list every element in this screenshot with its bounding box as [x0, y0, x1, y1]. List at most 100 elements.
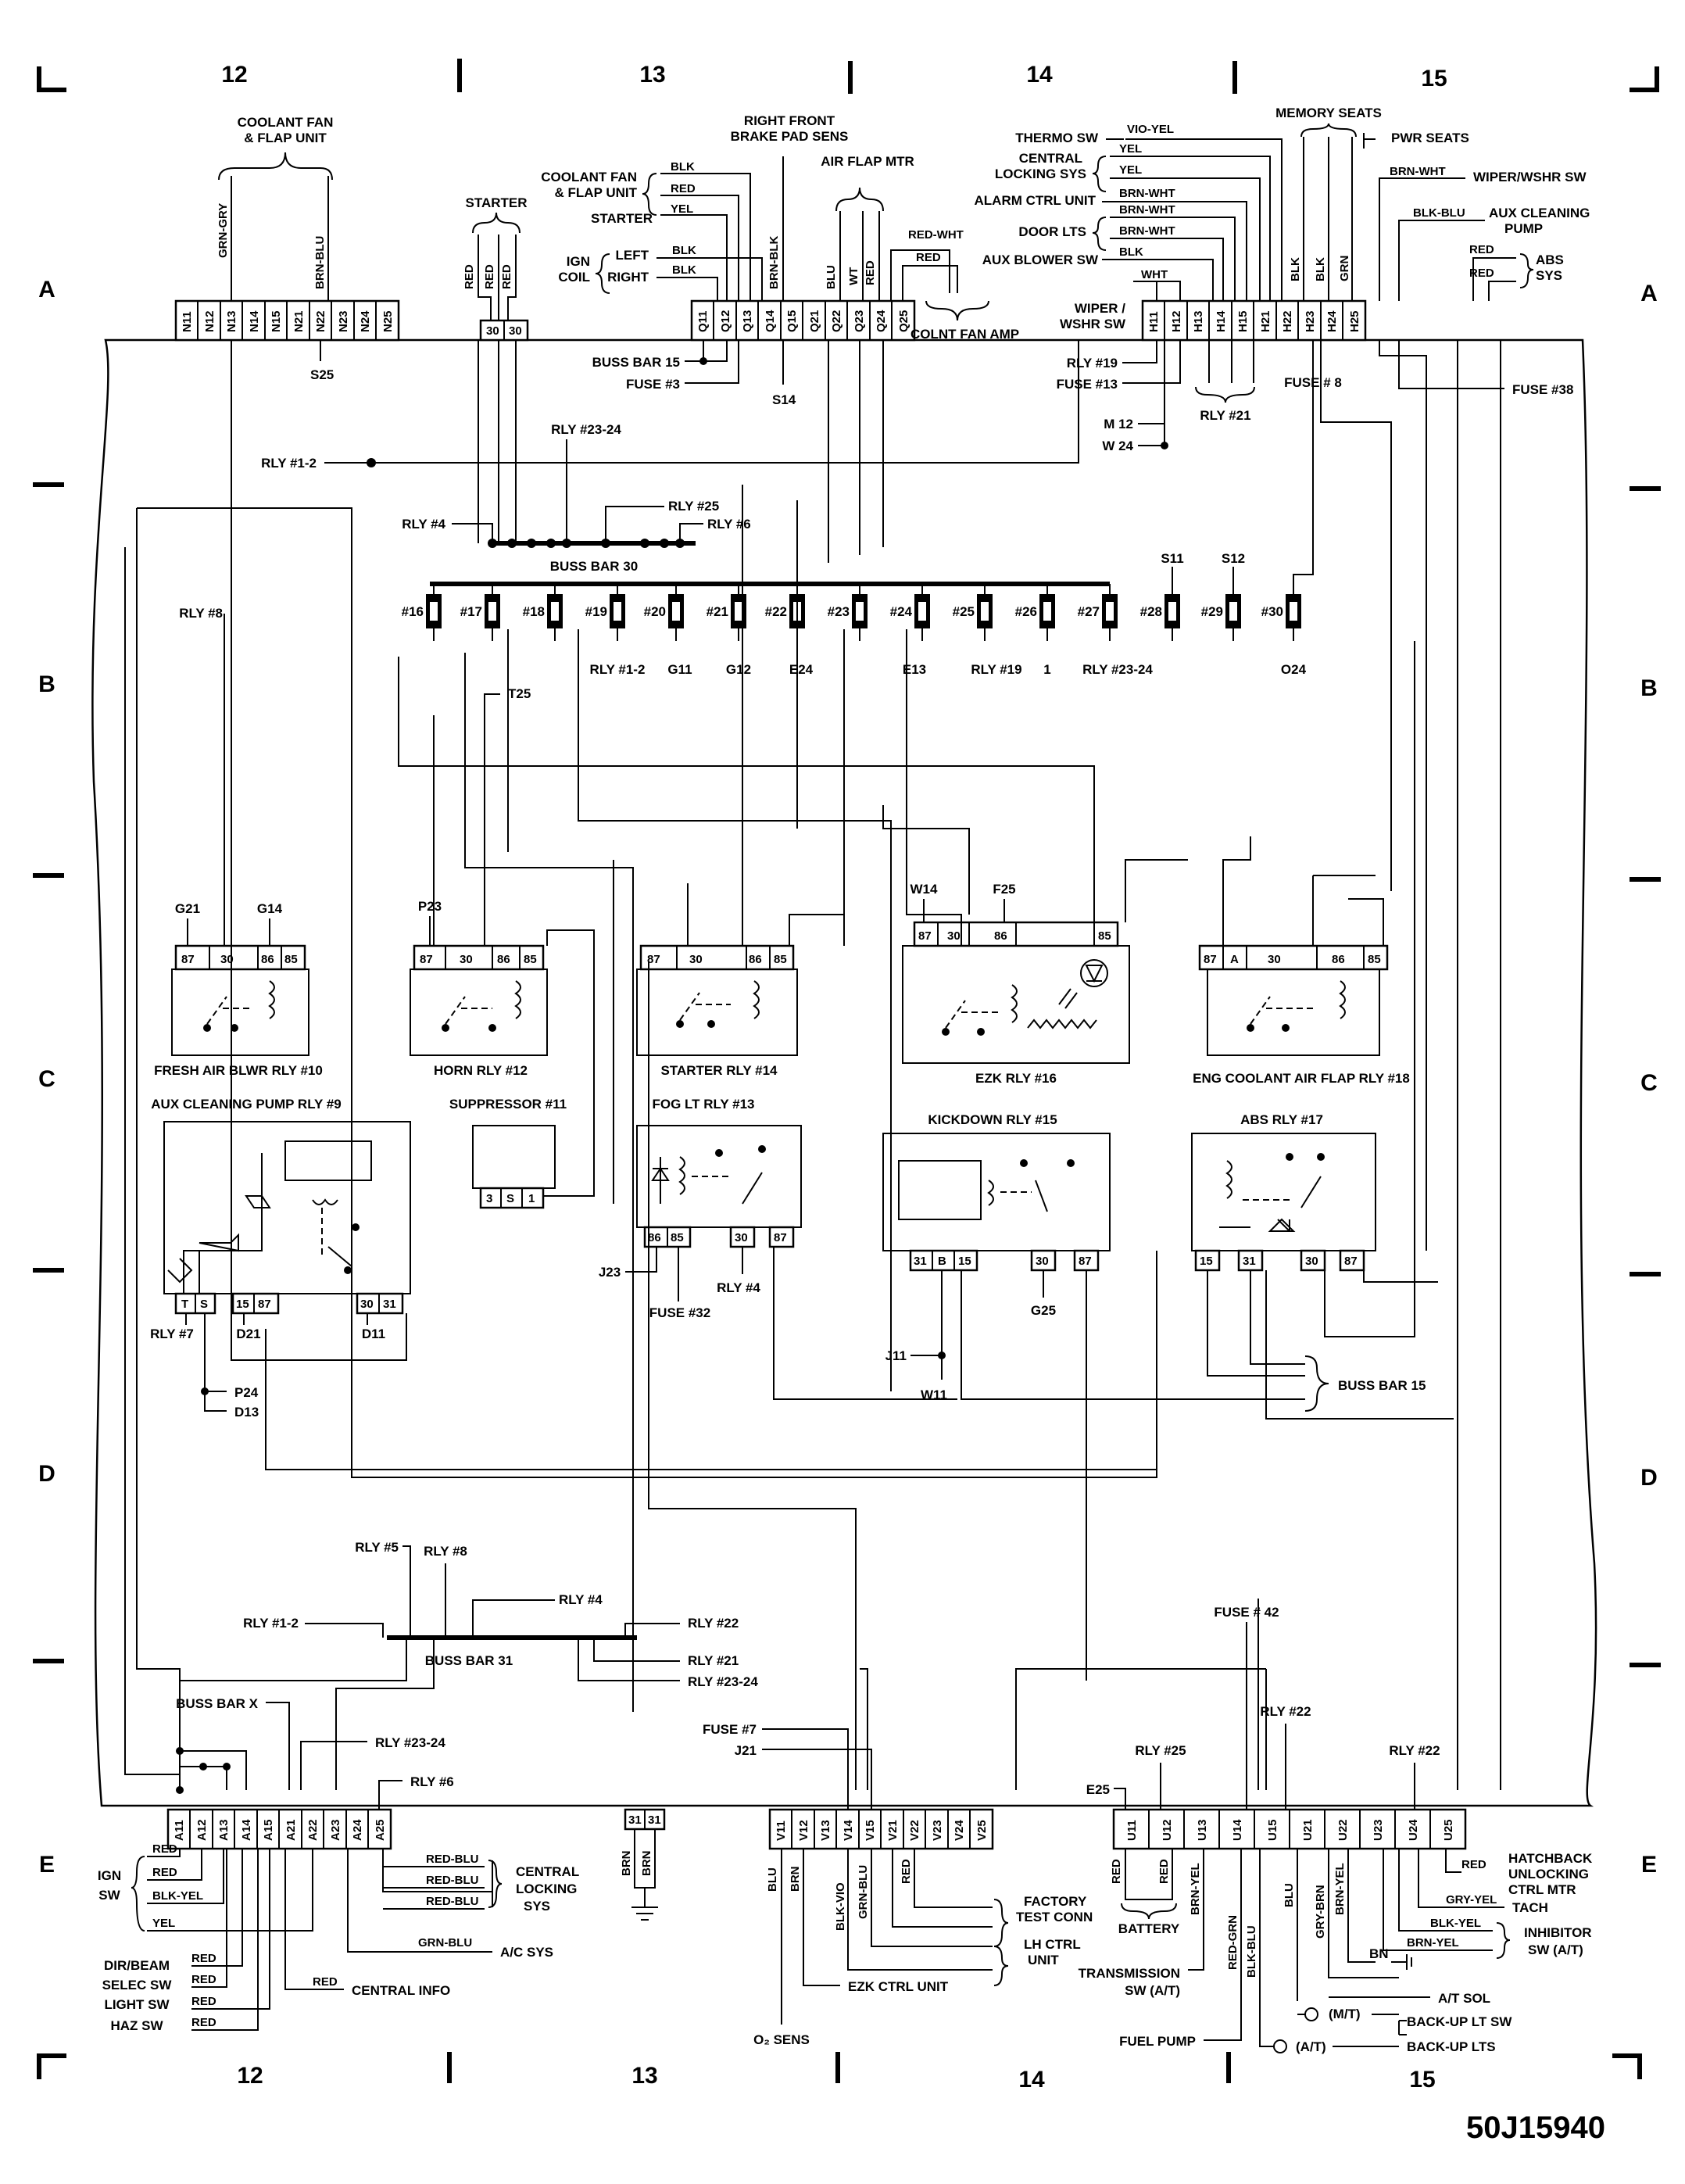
svg-text:RLY #8: RLY #8 — [424, 1544, 467, 1559]
svg-text:15: 15 — [236, 1298, 249, 1311]
svg-text:ALARM CTRL UNIT: ALARM CTRL UNIT — [975, 193, 1097, 208]
svg-text:P23: P23 — [418, 899, 442, 914]
svg-text:DIR/BEAM: DIR/BEAM — [104, 1958, 170, 1973]
pin-V15: V15 — [864, 1820, 877, 1841]
svg-text:BLK: BLK — [1289, 257, 1302, 281]
col-13-top: 13 — [639, 62, 665, 88]
svg-text:GRN-BLU: GRN-BLU — [857, 1865, 870, 1919]
pin-A15: A15 — [262, 1819, 275, 1841]
pin-V14: V14 — [842, 1820, 855, 1841]
fuse-17: #17 — [460, 584, 500, 641]
svg-text:TRANSMISSION: TRANSMISSION — [1079, 1966, 1180, 1981]
svg-text:86: 86 — [261, 953, 274, 966]
svg-text:A/C SYS: A/C SYS — [500, 1945, 553, 1960]
pin-N23: N23 — [337, 310, 350, 332]
fuse-16: #16 — [402, 584, 442, 641]
svg-text:1: 1 — [528, 1192, 535, 1205]
svg-text:15: 15 — [958, 1255, 971, 1268]
svg-text:30: 30 — [460, 953, 473, 966]
svg-text:ENG COOLANT AIR FLAP RLY #18: ENG COOLANT AIR FLAP RLY #18 — [1193, 1071, 1410, 1086]
svg-text:RED: RED — [191, 1952, 216, 1965]
svg-text:WIPER/WSHR SW: WIPER/WSHR SW — [1473, 170, 1587, 184]
row-D-left: D — [38, 1461, 55, 1487]
fuse-27: #27 — [1078, 584, 1118, 641]
svg-text:AIR FLAP MTR: AIR FLAP MTR — [821, 154, 914, 169]
fuse-30: #30 — [1261, 594, 1301, 641]
svg-text:RED: RED — [916, 251, 941, 264]
fuse-label: #20 — [644, 604, 666, 619]
svg-text:DOOR LTS: DOOR LTS — [1018, 224, 1086, 239]
row-C-left: C — [38, 1066, 55, 1092]
pin-V13: V13 — [819, 1820, 832, 1841]
svg-text:& FLAP UNIT: & FLAP UNIT — [555, 185, 638, 200]
svg-text:WIPER /: WIPER / — [1075, 301, 1125, 316]
svg-text:ABS RLY #17: ABS RLY #17 — [1240, 1112, 1323, 1127]
pin-V22: V22 — [908, 1820, 921, 1841]
svg-text:31: 31 — [1243, 1255, 1256, 1268]
svg-text:FRESH AIR BLWR RLY #10: FRESH AIR BLWR RLY #10 — [154, 1063, 323, 1078]
svg-text:RLY #19: RLY #19 — [1067, 356, 1118, 371]
relay-18: 87 A 30 86 85 ENG COOLANT AIR FLAP RLY #… — [1193, 944, 1410, 1086]
fuse-label: #22 — [765, 604, 787, 619]
pin-H24: H24 — [1325, 310, 1339, 332]
pin-Q15: Q15 — [785, 310, 799, 332]
svg-text:RLY #21: RLY #21 — [688, 1653, 739, 1668]
svg-text:O₂ SENS: O₂ SENS — [753, 2032, 810, 2047]
top-wiring: COOLANT FAN & FLAP UNIT GRN-GRY BRN-BLU … — [216, 106, 1590, 453]
svg-text:AUX CLEANING: AUX CLEANING — [1489, 206, 1590, 220]
pin-H15: H15 — [1236, 310, 1250, 332]
fuse-21: #21 — [707, 584, 746, 641]
svg-text:87: 87 — [258, 1298, 271, 1311]
pin-Q25: Q25 — [897, 310, 910, 332]
svg-text:COIL: COIL — [558, 270, 590, 285]
svg-text:EZK CTRL UNIT: EZK CTRL UNIT — [848, 1979, 949, 1994]
pin-U15: U15 — [1266, 1819, 1279, 1841]
svg-text:RLY #1-2: RLY #1-2 — [243, 1616, 299, 1631]
fuse-29: #29 — [1201, 594, 1241, 641]
svg-text:SW: SW — [98, 1888, 120, 1903]
svg-text:D21: D21 — [236, 1327, 260, 1341]
svg-text:30: 30 — [689, 953, 703, 966]
svg-text:J23: J23 — [599, 1265, 621, 1280]
pin-V24: V24 — [953, 1820, 966, 1841]
svg-text:S14: S14 — [772, 392, 796, 407]
relay-9: AUX CLEANING PUMP RLY #9 T S 15 87 30 31… — [150, 1097, 411, 1420]
svg-text:S: S — [200, 1298, 208, 1311]
row-E-right: E — [1641, 1852, 1657, 1878]
svg-text:RLY #21: RLY #21 — [1200, 408, 1250, 423]
svg-text:AUX BLOWER SW: AUX BLOWER SW — [982, 252, 1099, 267]
svg-text:30: 30 — [735, 1231, 748, 1244]
fuse-label: #28 — [1140, 604, 1162, 619]
svg-text:87: 87 — [918, 929, 932, 943]
svg-text:STARTER RLY #14: STARTER RLY #14 — [661, 1063, 778, 1078]
svg-text:RLY #8: RLY #8 — [179, 606, 223, 621]
buss-bar-31: BUSS BAR 31 RLY #5 RLY #8 RLY #4 RLY #1-… — [176, 1540, 758, 1810]
col-12-top: 12 — [221, 62, 247, 88]
svg-text:T: T — [181, 1298, 188, 1311]
svg-text:COOLANT FAN: COOLANT FAN — [541, 170, 637, 184]
col-14-top: 14 — [1026, 62, 1053, 88]
svg-text:BATTERY: BATTERY — [1118, 1921, 1180, 1936]
svg-text:CENTRAL INFO: CENTRAL INFO — [352, 1983, 450, 1998]
svg-text:RED: RED — [500, 264, 513, 289]
svg-text:BRN-WHT: BRN-WHT — [1119, 203, 1175, 217]
svg-text:85: 85 — [284, 953, 298, 966]
svg-text:RLY #7: RLY #7 — [150, 1327, 194, 1341]
svg-text:EZK RLY #16: EZK RLY #16 — [975, 1071, 1057, 1086]
svg-text:KICKDOWN RLY #15: KICKDOWN RLY #15 — [928, 1112, 1057, 1127]
svg-text:FACTORY: FACTORY — [1024, 1894, 1087, 1909]
pin-U25: U25 — [1442, 1819, 1455, 1841]
svg-text:YEL: YEL — [152, 1917, 175, 1930]
svg-text:BUSS BAR 30: BUSS BAR 30 — [550, 559, 638, 574]
svg-text:M 12: M 12 — [1104, 417, 1133, 431]
pin-A23: A23 — [329, 1819, 342, 1841]
svg-text:RED: RED — [1157, 1859, 1171, 1884]
svg-text:G25: G25 — [1031, 1303, 1056, 1318]
relay-15: KICKDOWN RLY #15 31 B 15 30 87 G25 J11 W… — [882, 1112, 1111, 1402]
svg-text:RED: RED — [900, 1859, 913, 1884]
svg-text:MEMORY SEATS: MEMORY SEATS — [1275, 106, 1382, 120]
svg-text:CENTRAL: CENTRAL — [1019, 151, 1082, 166]
svg-text:RLY #6: RLY #6 — [410, 1774, 454, 1789]
fuse-output-label: G12 — [726, 662, 751, 677]
svg-text:G14: G14 — [257, 901, 283, 916]
